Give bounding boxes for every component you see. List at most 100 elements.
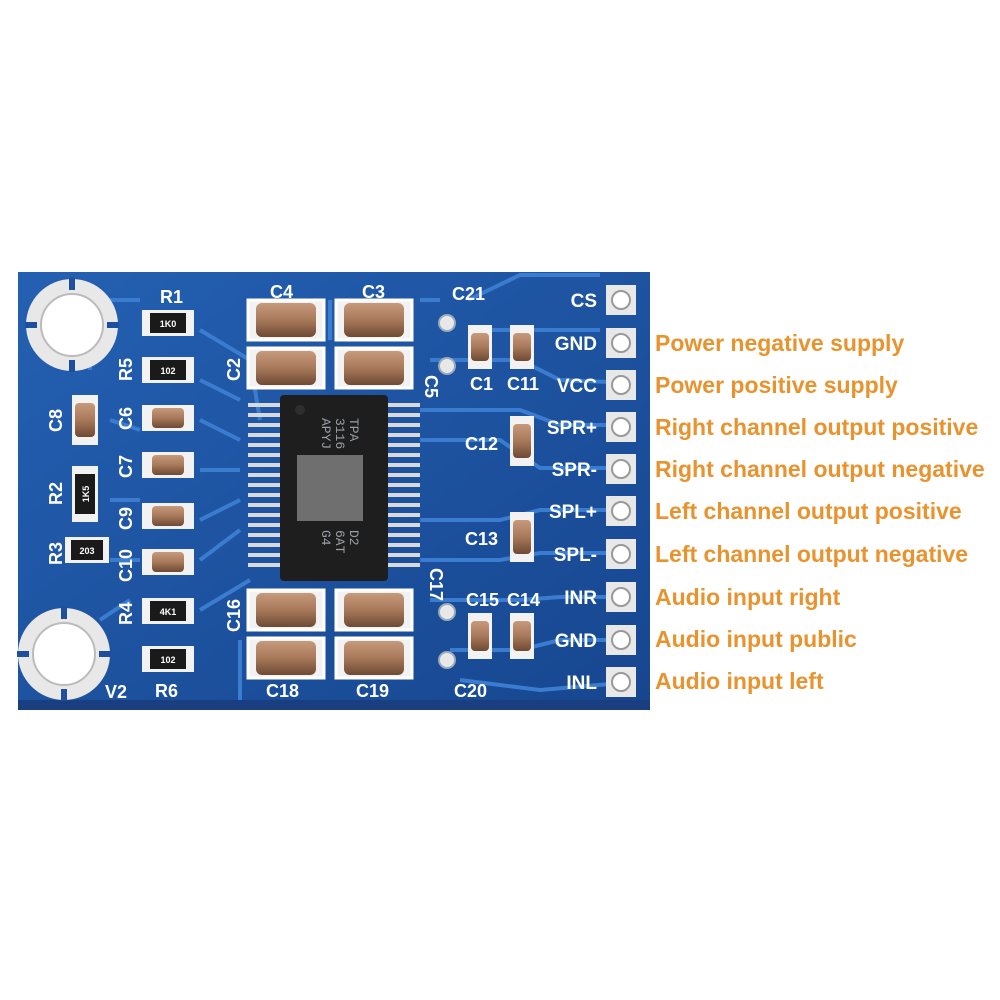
silkscreen-labels: R1 R5 C6 C7 C9 C10 R4 R6 C8 R2 R3 V2 C4 … [46, 282, 540, 702]
pin-pad-SPR-minus [606, 454, 636, 484]
label-C12: C12 [465, 434, 498, 454]
resistor-R1: 1K0 [142, 310, 194, 336]
large-capacitors [246, 298, 414, 680]
pin-label-inr: INR [564, 588, 597, 609]
label-C5: C5 [421, 375, 441, 398]
pin-pad-INL [606, 667, 636, 697]
chip-text-1: TPA [346, 418, 361, 442]
pin-pad-SPL-minus [606, 539, 636, 569]
label-C16: C16 [224, 599, 244, 632]
mounting-hole-top [25, 278, 119, 372]
callout-right-out-negative: Right channel output negative [655, 456, 985, 482]
label-R4: R4 [116, 602, 136, 625]
capacitor-C9 [142, 503, 194, 529]
pin-label-spr-minus: SPR- [552, 460, 597, 481]
label-C7: C7 [116, 455, 136, 478]
pin-pad-GND-2 [606, 625, 636, 655]
svg-text:1K5: 1K5 [81, 486, 91, 503]
chip-text-2: 3116 [332, 418, 347, 449]
svg-text:102: 102 [160, 366, 175, 376]
label-C17: C17 [426, 568, 446, 601]
header-pins [606, 285, 636, 697]
chip-text-5: 6AT [332, 530, 347, 554]
label-R1: R1 [160, 287, 183, 307]
label-R6: R6 [155, 681, 178, 701]
callout-power-positive: Power positive supply [655, 372, 898, 398]
label-C21: C21 [452, 284, 485, 304]
resistor-R4: 4K1 [142, 598, 194, 624]
label-C10: C10 [116, 549, 136, 582]
chip-text-4: D2 [346, 530, 361, 546]
pin-pad-SPL-plus [606, 496, 636, 526]
capacitor-C15 [468, 613, 492, 659]
resistor-R2: 1K5 [72, 466, 98, 522]
label-C14: C14 [507, 590, 540, 610]
pin-label-cs: CS [571, 291, 597, 312]
label-C2: C2 [224, 358, 244, 381]
label-C11: C11 [507, 374, 539, 394]
mounting-hole-bottom [17, 607, 111, 701]
capacitor-C17 [334, 588, 414, 632]
capacitor-C14 [510, 613, 534, 659]
capacitor-C3 [334, 298, 414, 342]
capacitor-C13 [510, 512, 534, 562]
resistor-R3: 203 [65, 537, 109, 563]
callout-audio-input-left: Audio input left [655, 668, 824, 694]
svg-text:203: 203 [79, 546, 94, 556]
pin-pad-CS [606, 285, 636, 315]
callout-left-out-positive: Left channel output positive [655, 498, 962, 524]
capacitor-C6 [142, 405, 194, 431]
label-R5: R5 [116, 358, 136, 381]
callout-power-negative: Power negative supply [655, 330, 905, 356]
label-C1: C1 [470, 374, 493, 394]
pin-label-gnd: GND [555, 334, 597, 355]
capacitor-C11 [510, 325, 534, 369]
pin-labels: CS GND VCC SPR+ SPR- SPL+ SPL- INR GND I… [547, 291, 598, 694]
label-C20: C20 [454, 681, 487, 701]
svg-text:102: 102 [160, 655, 175, 665]
capacitor-C16 [246, 588, 326, 632]
resistor-R6: 102 [142, 646, 194, 672]
label-R2: R2 [46, 482, 66, 505]
label-V2: V2 [105, 682, 127, 702]
pin-label-spl-plus: SPL+ [549, 502, 597, 523]
resistor-R5: 102 [142, 357, 194, 383]
capacitor-C12 [510, 416, 534, 466]
capacitor-C2 [246, 346, 326, 390]
svg-text:1K0: 1K0 [160, 319, 177, 329]
capacitor-C1 [468, 325, 492, 369]
pin-pad-INR [606, 582, 636, 612]
pin-pad-GND [606, 328, 636, 358]
capacitor-C8 [72, 395, 98, 445]
label-C9: C9 [116, 507, 136, 530]
label-C8: C8 [46, 409, 66, 432]
label-C3: C3 [362, 282, 385, 302]
label-C18: C18 [266, 681, 299, 701]
capacitor-C18 [246, 636, 326, 680]
capacitor-C5 [334, 346, 414, 390]
svg-text:4K1: 4K1 [160, 607, 177, 617]
pin-label-gnd-2: GND [555, 631, 597, 652]
label-C4: C4 [270, 282, 293, 302]
pin-label-spr-plus: SPR+ [547, 418, 597, 439]
callout-audio-input-right: Audio input right [655, 584, 841, 610]
chip-text-6: G4 [318, 530, 333, 546]
chip-text-3: APYJ [318, 418, 333, 449]
callout-right-out-positive: Right channel output positive [655, 414, 979, 440]
callout-left-out-negative: Left channel output negative [655, 541, 969, 567]
capacitor-C19 [334, 636, 414, 680]
pin-label-inl: INL [566, 673, 597, 694]
label-C13: C13 [465, 529, 498, 549]
pin-pad-VCC [606, 370, 636, 400]
pcb-edge [18, 700, 650, 710]
label-R3: R3 [46, 542, 66, 565]
pin-pad-SPR-plus [606, 412, 636, 442]
amplifier-ic: TPA 3116 APYJ D2 6AT G4 [248, 395, 420, 581]
label-C19: C19 [356, 681, 389, 701]
label-C15: C15 [466, 590, 499, 610]
capacitor-C10 [142, 549, 194, 575]
label-C6: C6 [116, 407, 136, 430]
vias [438, 314, 456, 669]
callout-audio-input-public: Audio input public [655, 626, 857, 652]
